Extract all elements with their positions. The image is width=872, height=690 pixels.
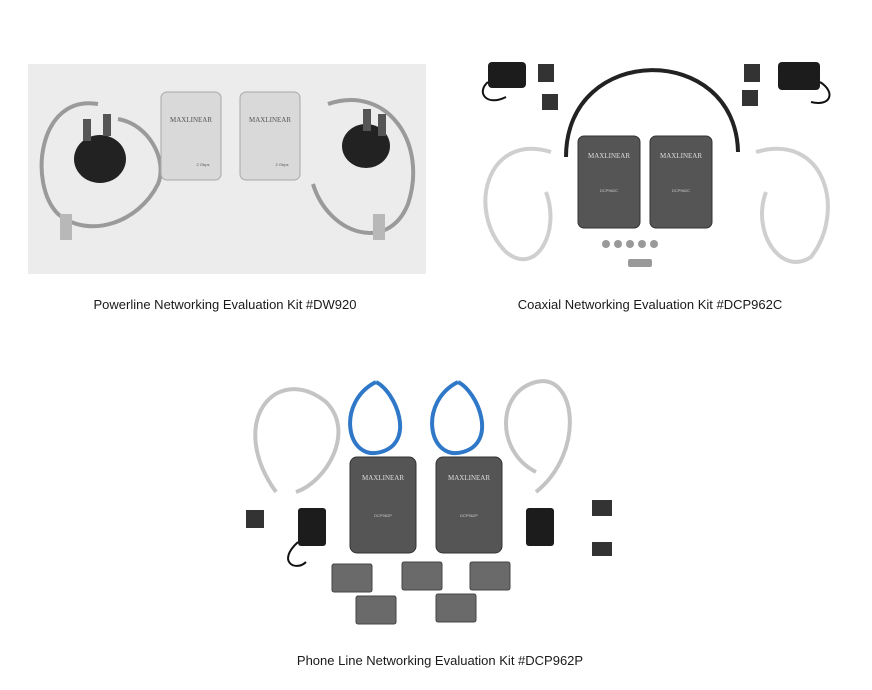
phone-cable-left bbox=[348, 380, 403, 456]
coax-terminators bbox=[602, 240, 658, 267]
power-supply-right bbox=[778, 62, 820, 90]
caption-powerline-kit: Powerline Networking Evaluation Kit #DW9… bbox=[93, 297, 357, 312]
phoneline-kit-photo: MAXLINEAR DCP962P MAXLINEAR DCP962P bbox=[236, 362, 632, 632]
svg-text:MAXLINEAR: MAXLINEAR bbox=[660, 152, 702, 160]
power-supply-left bbox=[488, 62, 526, 88]
powerline-adapter-1 bbox=[160, 91, 222, 181]
svg-text:MAXLINEAR: MAXLINEAR bbox=[448, 474, 490, 482]
power-supply-left bbox=[298, 508, 326, 546]
coax-adapter-2 bbox=[649, 135, 713, 229]
phoneline-adapter-2 bbox=[435, 456, 503, 554]
svg-text:MAXLINEAR: MAXLINEAR bbox=[362, 474, 404, 482]
svg-text:DCP962C: DCP962C bbox=[600, 188, 618, 193]
rj45-connector bbox=[60, 214, 72, 240]
svg-text:MAXLINEAR: MAXLINEAR bbox=[588, 152, 630, 160]
ethernet-cable-right bbox=[311, 98, 416, 235]
line-filters bbox=[331, 561, 511, 625]
powerline-kit-photo: MAXLINEAR 2 Gbps MAXLINEAR 2 Gbps bbox=[28, 64, 426, 274]
phone-cable-right bbox=[430, 380, 485, 456]
svg-text:2 Gbps: 2 Gbps bbox=[197, 162, 210, 167]
ethernet-cable-left bbox=[253, 387, 341, 494]
coax-adapter-1 bbox=[577, 135, 641, 229]
caption-coaxial-kit: Coaxial Networking Evaluation Kit #DCP96… bbox=[517, 297, 783, 312]
caption-phoneline-kit: Phone Line Networking Evaluation Kit #DC… bbox=[296, 653, 584, 668]
powerline-adapter-2 bbox=[239, 91, 301, 181]
power-plug-adapter-left bbox=[74, 135, 126, 183]
power-supply-right bbox=[526, 508, 554, 546]
svg-text:MAXLINEAR: MAXLINEAR bbox=[249, 116, 291, 124]
svg-text:DCP962P: DCP962P bbox=[460, 513, 478, 518]
svg-text:DCP962P: DCP962P bbox=[374, 513, 392, 518]
svg-text:DCP962C: DCP962C bbox=[672, 188, 690, 193]
coaxial-kit-photo: MAXLINEAR DCP962C MAXLINEAR DCP962C bbox=[466, 52, 848, 276]
svg-text:2 Gbps: 2 Gbps bbox=[276, 162, 289, 167]
ethernet-cable-left bbox=[39, 101, 163, 229]
svg-text:MAXLINEAR: MAXLINEAR bbox=[170, 116, 212, 124]
coaxial-cable bbox=[564, 68, 740, 158]
ethernet-cable-left bbox=[483, 147, 553, 262]
ethernet-cable-right bbox=[504, 379, 572, 494]
ethernet-cable-right bbox=[755, 147, 830, 264]
phoneline-adapter-1 bbox=[349, 456, 417, 554]
